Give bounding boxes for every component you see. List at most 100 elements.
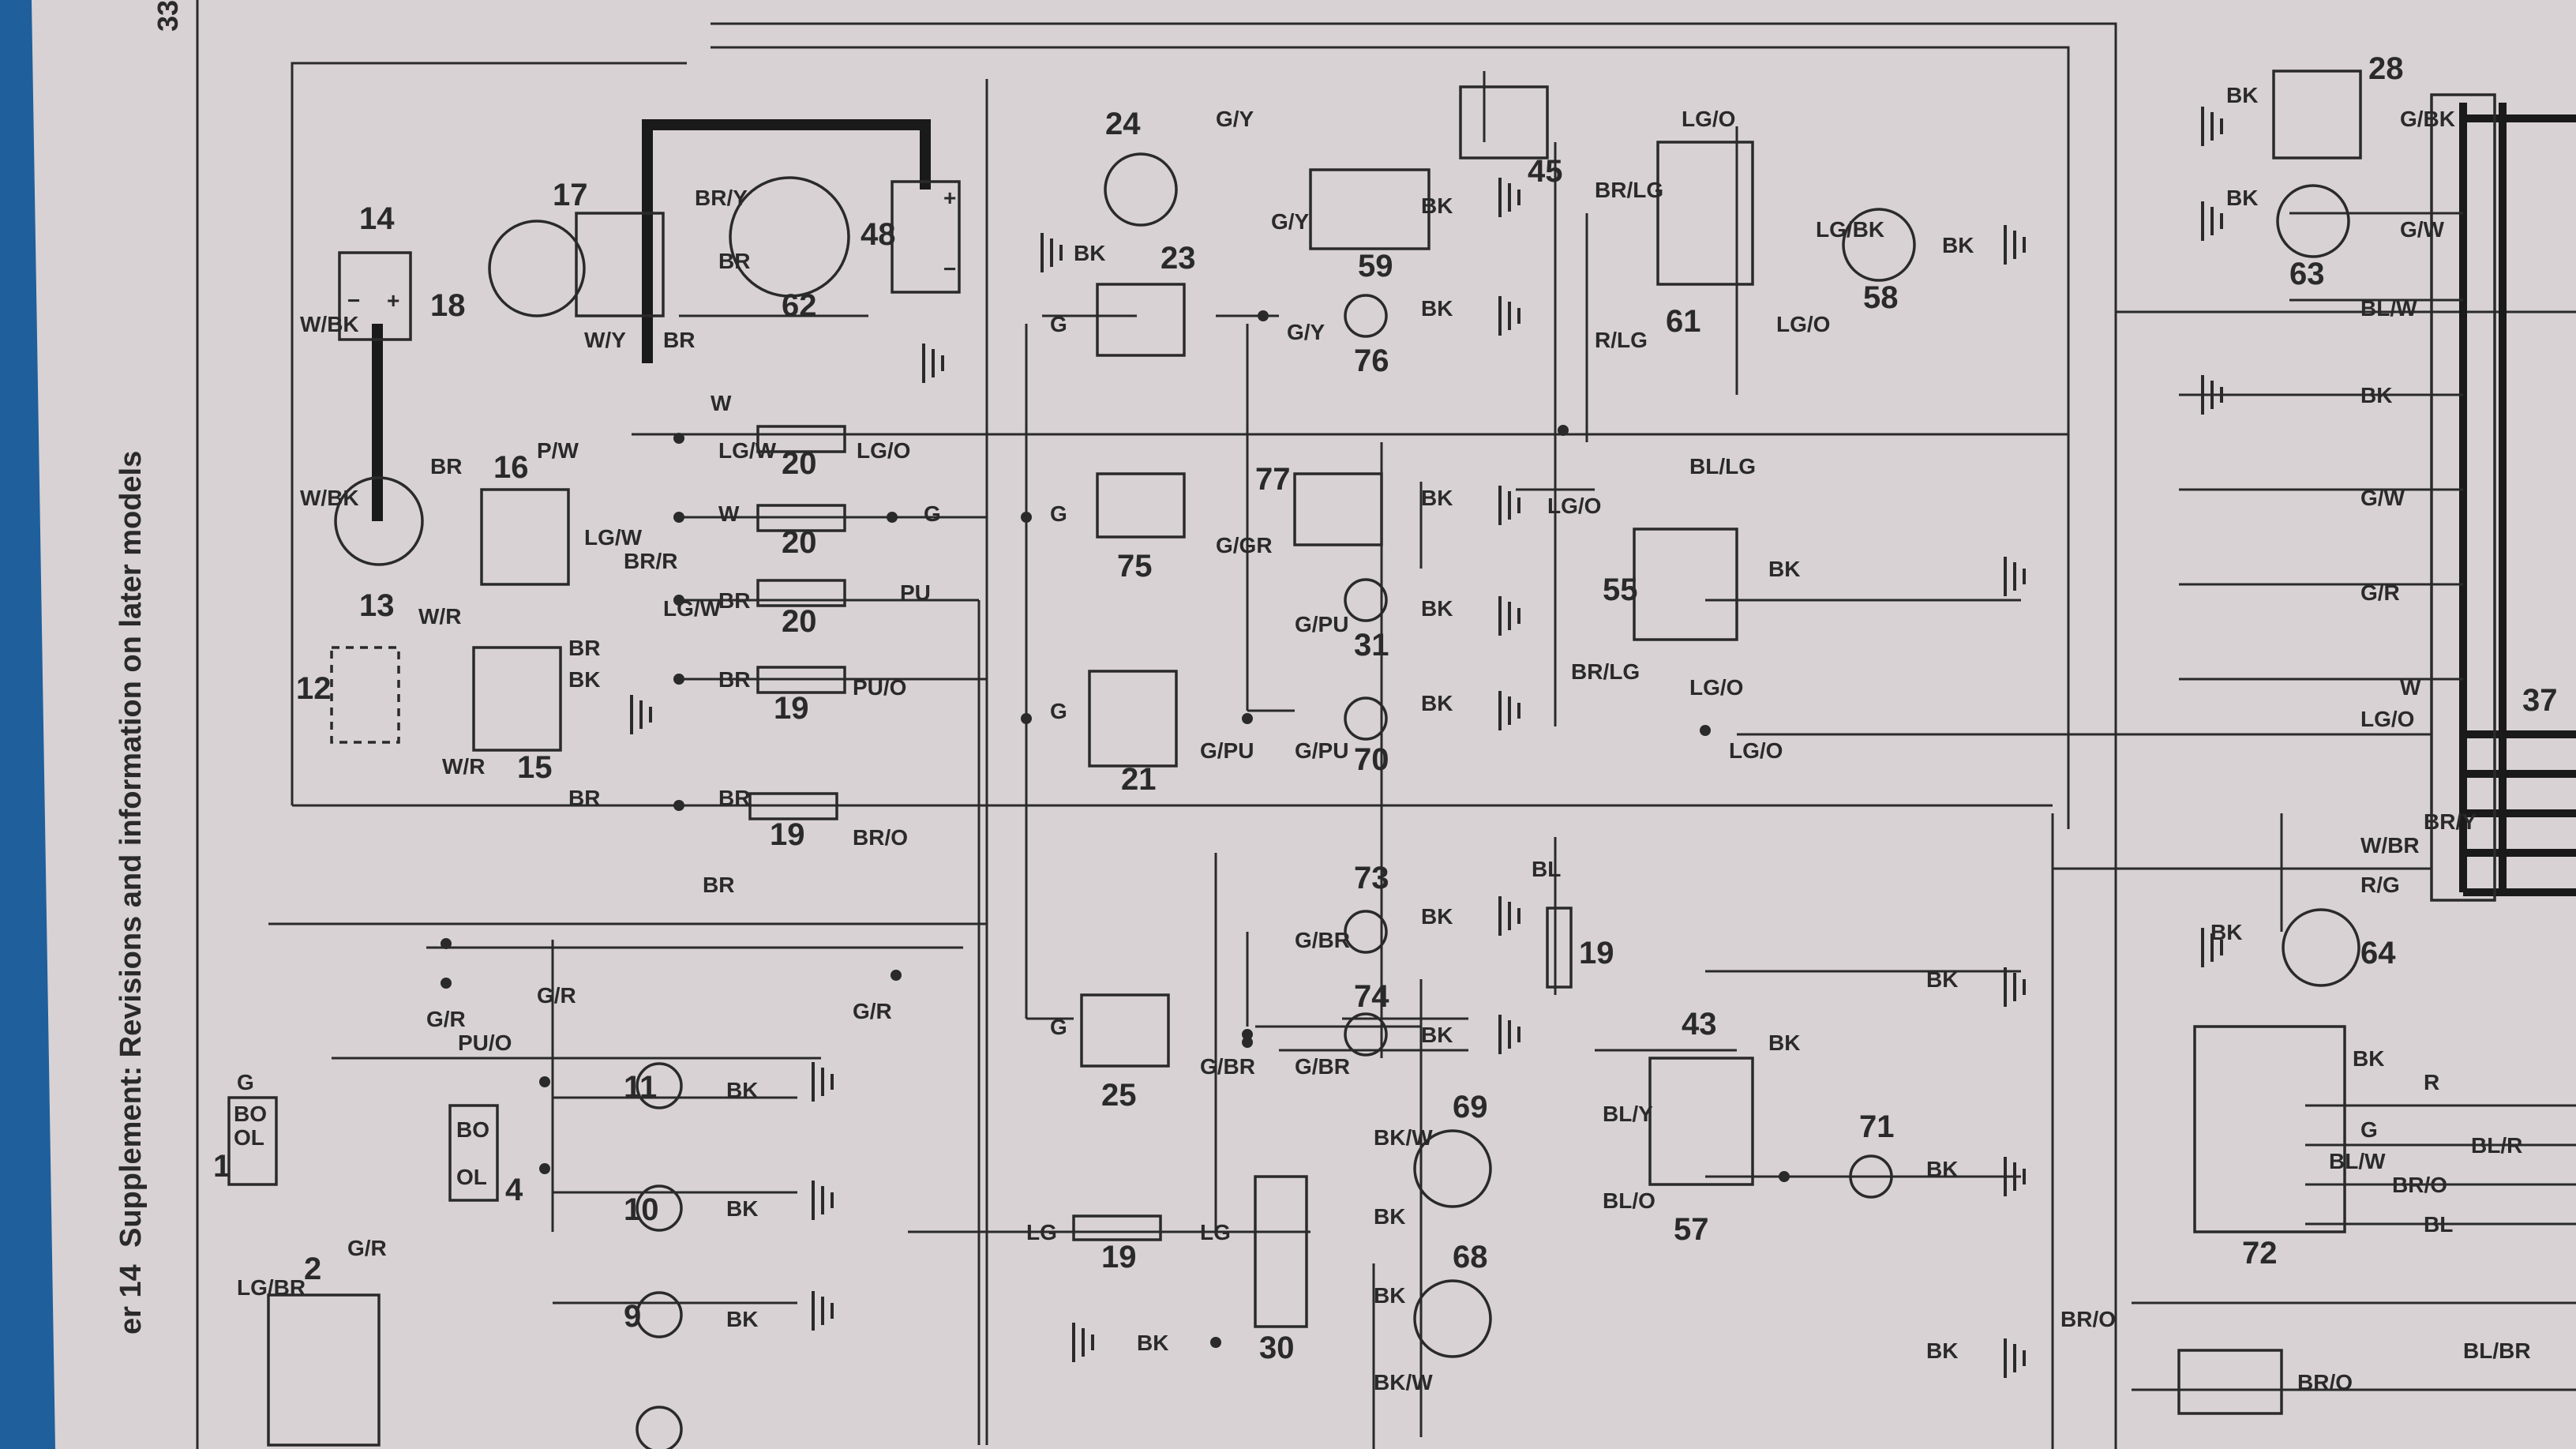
label-c63: 63 [2289,257,2325,291]
label-c20b: 20 [782,525,817,560]
wire-label: BK [1374,1283,1405,1308]
wire-label: W [2400,675,2421,700]
component-63-lamp [2276,184,2350,258]
component-71-lamp [1849,1154,1893,1199]
wire-label: BK [1421,1023,1453,1047]
wire-lines [332,71,2576,1449]
component-61-relay [1656,141,1754,286]
wire-label: G/BR [1295,928,1350,952]
wire-label: G/PU [1200,738,1254,763]
label-c76: 76 [1354,343,1389,378]
wire-label: BK [726,1307,758,1331]
wire-label: BK [2210,920,2242,944]
wire-label: G/Y [1271,209,1310,234]
junction-dots [441,310,1790,1348]
wire-label: BL/BR [2463,1338,2531,1363]
chapter-label: er 14 [114,1264,148,1335]
wire-label: BK [726,1196,758,1221]
wire-label: BK [2226,83,2258,107]
label-c20c: 20 [782,604,817,639]
wire-label: W/BK [300,312,359,336]
label-c74: 74 [1354,979,1389,1014]
wire-label: LG/W [718,438,777,463]
component-14-battery [338,251,412,341]
wire-label: LG/W [584,525,643,550]
component-23-relay [1096,283,1186,357]
wire-label: − [943,257,956,281]
wire-label: BR/O [853,825,908,850]
wire-label: BL/O [1603,1188,1655,1213]
label-c23: 23 [1161,241,1196,276]
label-c61: 61 [1666,304,1701,339]
label-c73: 73 [1354,861,1389,895]
label-c68: 68 [1453,1240,1488,1274]
fuse-20-c [756,579,846,607]
wire-label: BK [2226,186,2258,210]
component-13-circle [334,476,424,566]
component-9-lamp [636,1291,683,1338]
component-30-switch [1254,1175,1308,1328]
wire-label: BR [718,588,750,613]
manual-page [32,0,2576,1449]
wire-label: G [2360,1117,2378,1142]
component-74-lamp [1344,1012,1388,1057]
wire-label: BK [568,667,600,692]
wire-label: LG/BR [237,1275,306,1300]
fuse-19-c [1072,1214,1162,1241]
wire-label: PU [900,580,931,605]
wire-label: BK [1137,1331,1168,1355]
label-c19d: 19 [1579,936,1614,970]
wire-label: BK/W [1374,1125,1433,1150]
wire-label: W [718,501,740,526]
label-c37: 37 [2522,683,2558,718]
wire-label: LG/O [1729,738,1783,763]
component-15-relay [472,646,562,752]
label-c12: 12 [296,671,332,706]
wire-label: P/W [537,438,579,463]
component-50-resistor [2177,1349,2283,1415]
wire-label: LG/O [2360,707,2414,731]
page-number: 33 [152,0,184,32]
wire-label: OL [456,1165,487,1189]
wire-label: G/W [2360,486,2405,510]
wire-label: BR/O [2297,1370,2353,1395]
label-c21: 21 [1121,762,1157,797]
label-c20a: 20 [782,446,817,481]
wire-label: R/G [2360,873,2400,897]
header-title: Supplement: Revisions and information on… [114,451,148,1248]
wire-label: BK [1421,691,1453,715]
component-59-flasher [1309,168,1430,250]
label-c57: 57 [1674,1212,1709,1247]
wire-label: BK [1421,904,1453,929]
label-c62: 62 [782,288,817,323]
label-c19a: 19 [774,691,809,726]
label-c59: 59 [1358,249,1393,283]
connector-bus [2459,103,2576,896]
wire-label: BK [1421,193,1453,218]
wire-label: LG/O [1547,494,1601,518]
label-c55: 55 [1603,572,1638,607]
label-c70: 70 [1354,742,1389,777]
component-48-box [891,180,961,294]
wire-label: BK [1421,596,1453,621]
wire-label: G/R [853,999,892,1023]
earth-symbols [630,107,2223,1378]
component-72-unit [2193,1025,2346,1233]
component-76-lamp [1344,294,1388,338]
label-c31: 31 [1354,628,1389,663]
component-28-box [2272,69,2362,160]
wire-label: BR/LG [1571,659,1640,684]
wire-label: BK [1942,233,1974,257]
wire-label: BR/Y [2424,809,2477,834]
label-c17: 17 [553,178,588,212]
component-2-switch [267,1293,381,1447]
wire-label: W/R [442,754,485,779]
wire-label: BR [663,328,695,352]
wire-label: LG/O [1682,107,1735,131]
wire-label: BL/W [2360,296,2417,321]
component-17-dial [488,220,586,317]
component-68-horn [1413,1279,1492,1358]
component-58-gauge [1842,208,1916,282]
page-header: er 14 Supplement: Revisions and informat… [114,451,148,1335]
wire-label: G/R [426,1007,466,1031]
